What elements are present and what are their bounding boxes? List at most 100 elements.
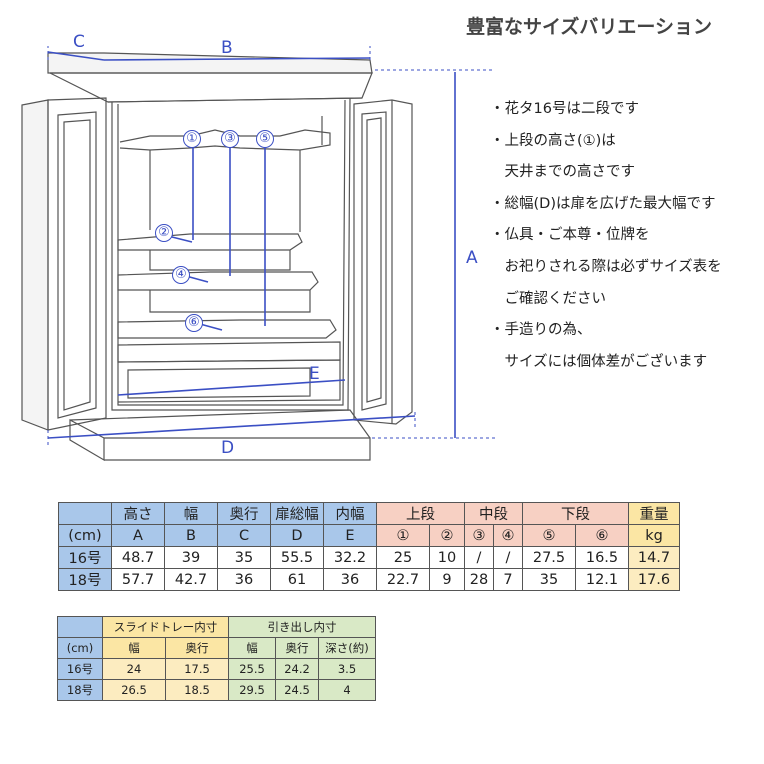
table-cell: 39 bbox=[164, 546, 218, 569]
table-row: 16号 24 17.5 25.5 24.2 3.5 bbox=[57, 658, 376, 680]
table-header-cell: 下段 bbox=[522, 502, 629, 525]
note-line: サイズには個体差がございます bbox=[490, 353, 708, 370]
table-row: 16号 48.7 39 35 55.5 32.2 25 10 / / 27.5 … bbox=[58, 546, 680, 569]
size-table: 高さ 幅 奥行 扉総幅 内幅 上段 中段 下段 重量 (cm) A B C D … bbox=[58, 502, 680, 591]
table-unit-cell: ② bbox=[429, 524, 465, 547]
table-cell: 9 bbox=[429, 568, 465, 591]
table-cell: 26.5 bbox=[102, 679, 166, 701]
note-line: お祀りされる際は必ずサイズ表を bbox=[490, 258, 722, 275]
notes-list: ・花タ16号は二段です ・上段の高さ(①)は 天井までの高さです ・総幅(D)は… bbox=[490, 94, 722, 378]
table-header-cell: 深さ(約) bbox=[318, 637, 376, 659]
table-cell: 28 bbox=[464, 568, 494, 591]
table-cell: 18.5 bbox=[165, 679, 229, 701]
table-header-cell: スライドトレー内寸 bbox=[102, 616, 229, 638]
table-cell: 24.5 bbox=[275, 679, 319, 701]
table-unit-cell: ④ bbox=[493, 524, 523, 547]
note-line: ご確認ください bbox=[490, 290, 606, 307]
note-line: ・仏具・ご本尊・位牌を bbox=[490, 227, 650, 244]
table-cell: 57.7 bbox=[111, 568, 165, 591]
table-cell: 35 bbox=[522, 568, 576, 591]
table-cell: 7 bbox=[493, 568, 523, 591]
dimension-label-b: B bbox=[221, 38, 233, 58]
table-cell: 17.5 bbox=[165, 658, 229, 680]
table-cell: 24 bbox=[102, 658, 166, 680]
table-unit-cell: ③ bbox=[464, 524, 494, 547]
table-cell: 14.7 bbox=[628, 546, 680, 569]
shelf-marker-1: ① bbox=[183, 130, 201, 148]
table-unit-cell: C bbox=[217, 524, 271, 547]
table-header-cell: 奥行 bbox=[275, 637, 319, 659]
table-unit-cell: (cm) bbox=[57, 637, 103, 659]
table-header-cell: 奥行 bbox=[165, 637, 229, 659]
shelf-marker-2: ② bbox=[155, 224, 173, 242]
dimension-label-e: E bbox=[309, 364, 320, 384]
dimension-label-c: C bbox=[73, 32, 85, 52]
note-line: 天井までの高さです bbox=[490, 164, 635, 181]
table-cell: 48.7 bbox=[111, 546, 165, 569]
table-header-cell: 引き出し内寸 bbox=[228, 616, 376, 638]
table-cell: 42.7 bbox=[164, 568, 218, 591]
page-title: 豊富なサイズバリエーション bbox=[466, 16, 713, 38]
table-cell: 32.2 bbox=[323, 546, 377, 569]
table-unit-cell: ⑤ bbox=[522, 524, 576, 547]
table-row: 18号 26.5 18.5 29.5 24.5 4 bbox=[57, 679, 376, 701]
table-corner-cell bbox=[58, 502, 112, 525]
inner-size-table: スライドトレー内寸 引き出し内寸 (cm) 幅 奥行 幅 奥行 深さ(約) 16… bbox=[57, 616, 376, 701]
note-line: ・総幅(D)は扉を広げた最大幅です bbox=[490, 195, 716, 212]
table-cell: 22.7 bbox=[376, 568, 430, 591]
altar-cabinet-diagram bbox=[21, 46, 495, 462]
note-line: ・手造りの為、 bbox=[490, 322, 592, 339]
shelf-marker-6: ⑥ bbox=[185, 314, 203, 332]
table-header-cell: 幅 bbox=[164, 502, 218, 525]
inner-table-group-row: スライドトレー内寸 引き出し内寸 bbox=[57, 616, 376, 638]
table-unit-cell: kg bbox=[628, 524, 680, 547]
table-cell: 29.5 bbox=[228, 679, 276, 701]
table-header-cell: 重量 bbox=[628, 502, 680, 525]
size-table-unit-row: (cm) A B C D E ① ② ③ ④ ⑤ ⑥ kg bbox=[58, 524, 680, 547]
table-cell: 3.5 bbox=[318, 658, 376, 680]
dimension-label-d: D bbox=[221, 438, 235, 458]
table-unit-cell: B bbox=[164, 524, 218, 547]
table-cell: 12.1 bbox=[575, 568, 629, 591]
table-cell: 36 bbox=[323, 568, 377, 591]
inner-table-sub-row: (cm) 幅 奥行 幅 奥行 深さ(約) bbox=[57, 637, 376, 659]
table-cell: 18号 bbox=[58, 568, 112, 591]
table-header-cell: 扉総幅 bbox=[270, 502, 324, 525]
table-cell: 18号 bbox=[57, 679, 103, 701]
table-cell: / bbox=[464, 546, 494, 569]
table-cell: / bbox=[493, 546, 523, 569]
table-cell: 16号 bbox=[58, 546, 112, 569]
table-cell: 10 bbox=[429, 546, 465, 569]
note-line: ・上段の高さ(①)は bbox=[490, 132, 616, 149]
table-unit-cell: (cm) bbox=[58, 524, 112, 547]
table-unit-cell: ① bbox=[376, 524, 430, 547]
table-header-cell: 奥行 bbox=[217, 502, 271, 525]
table-cell: 25 bbox=[376, 546, 430, 569]
table-cell: 24.2 bbox=[275, 658, 319, 680]
table-unit-cell: D bbox=[270, 524, 324, 547]
dimension-label-a: A bbox=[466, 248, 478, 268]
table-cell: 35 bbox=[217, 546, 271, 569]
table-header-cell: 中段 bbox=[464, 502, 523, 525]
table-header-cell: 幅 bbox=[102, 637, 166, 659]
note-line: ・花タ16号は二段です bbox=[490, 101, 639, 117]
shelf-marker-4: ④ bbox=[172, 266, 190, 284]
size-table-header-row: 高さ 幅 奥行 扉総幅 内幅 上段 中段 下段 重量 bbox=[58, 502, 680, 525]
table-row: 18号 57.7 42.7 36 61 36 22.7 9 28 7 35 12… bbox=[58, 568, 680, 591]
table-cell: 61 bbox=[270, 568, 324, 591]
table-cell: 16号 bbox=[57, 658, 103, 680]
table-cell: 36 bbox=[217, 568, 271, 591]
table-cell: 25.5 bbox=[228, 658, 276, 680]
table-cell: 17.6 bbox=[628, 568, 680, 591]
table-header-cell: 内幅 bbox=[323, 502, 377, 525]
table-corner-cell bbox=[57, 616, 103, 638]
table-cell: 4 bbox=[318, 679, 376, 701]
shelf-marker-5: ⑤ bbox=[256, 130, 274, 148]
table-unit-cell: ⑥ bbox=[575, 524, 629, 547]
table-cell: 55.5 bbox=[270, 546, 324, 569]
shelf-marker-3: ③ bbox=[221, 130, 239, 148]
table-cell: 27.5 bbox=[522, 546, 576, 569]
table-header-cell: 上段 bbox=[376, 502, 465, 525]
table-header-cell: 幅 bbox=[228, 637, 276, 659]
table-unit-cell: A bbox=[111, 524, 165, 547]
